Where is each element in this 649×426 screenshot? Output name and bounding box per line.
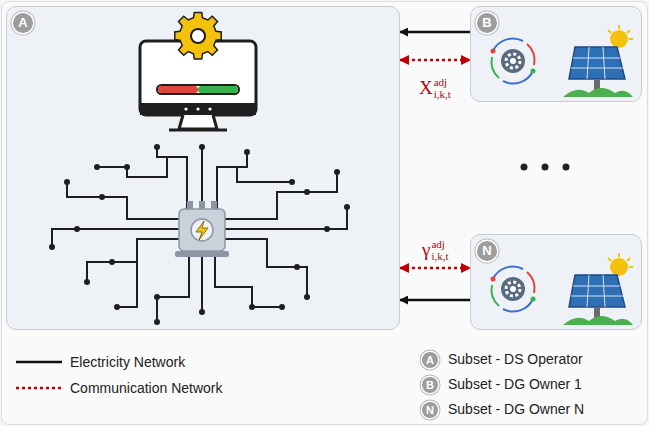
panel-badge: A xyxy=(13,13,33,33)
variable-symbol: γ xyxy=(422,239,430,261)
circuit-traces xyxy=(52,147,347,322)
edge-label: Xadji,k,t xyxy=(419,76,451,100)
operator-panel: A xyxy=(6,6,400,330)
legend-text: Communication Network xyxy=(70,380,223,396)
trace-ends xyxy=(49,144,350,325)
solar-panel-icon xyxy=(563,253,633,325)
panel-illustration xyxy=(7,7,399,329)
transformer-icon xyxy=(175,201,229,257)
legend-text: Subset - DG Owner 1 xyxy=(448,376,582,392)
legend-text: Subset - DS Operator xyxy=(448,351,583,367)
variable-symbol: X xyxy=(419,77,433,99)
ellipsis-dots xyxy=(521,164,570,171)
index-stack: adji,k,t xyxy=(431,238,448,262)
edge-label: γadji,k,t xyxy=(422,238,449,262)
legend-text: Electricity Network xyxy=(70,354,185,370)
control-gear-icon xyxy=(491,267,536,312)
panel-badge: N xyxy=(477,241,497,261)
subscript: i,k,t xyxy=(431,250,448,262)
solar-panel-icon xyxy=(563,25,633,97)
control-gear-icon xyxy=(491,39,536,84)
superscript: adj xyxy=(431,238,448,250)
legend-badge: A xyxy=(422,352,438,368)
legend-badge: B xyxy=(422,377,438,393)
owner-panel: N xyxy=(470,234,642,330)
panel-badge: B xyxy=(477,13,497,33)
electricity-link xyxy=(400,31,470,34)
legend-text: Subset - DG Owner N xyxy=(448,401,584,417)
subscript: i,k,t xyxy=(434,88,451,100)
legend-samples xyxy=(16,362,62,388)
superscript: adj xyxy=(434,76,451,88)
communication-link xyxy=(400,267,470,270)
communication-link xyxy=(400,59,470,62)
electricity-link xyxy=(400,299,470,302)
index-stack: adji,k,t xyxy=(434,76,451,100)
gear-icon xyxy=(175,13,222,60)
legend-badge: N xyxy=(422,402,438,418)
owner-panel: B xyxy=(470,6,642,102)
